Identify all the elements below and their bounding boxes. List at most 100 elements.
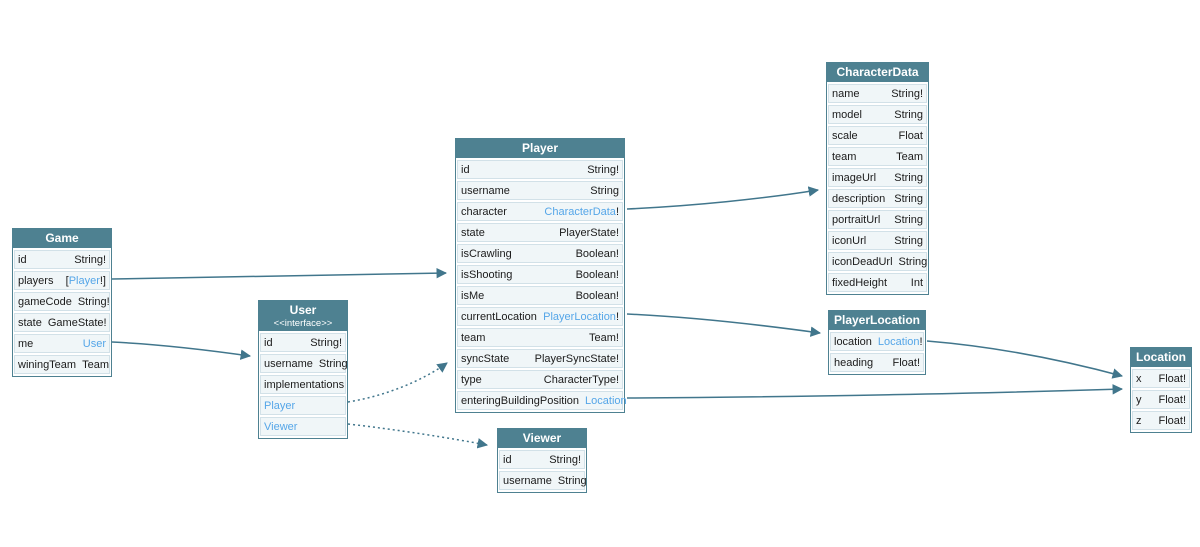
field-type: Float!	[1158, 415, 1186, 427]
field-type: Location	[585, 395, 627, 407]
field-type: Team!	[589, 332, 619, 344]
type-link-Viewer[interactable]: Viewer	[264, 420, 298, 433]
field-type: Float!	[1158, 373, 1186, 385]
field-type: String	[590, 185, 619, 197]
field-row-players[interactable]: players[Player!]	[14, 271, 110, 290]
edge-game-players-to-player	[111, 267, 448, 280]
type-link-PlayerLocation[interactable]: PlayerLocation	[543, 310, 616, 323]
field-name: iconDeadUrl	[832, 255, 893, 268]
field-row-Player[interactable]: Player	[260, 396, 346, 415]
type-link-User[interactable]: User	[82, 337, 106, 350]
field-name: isCrawling	[461, 247, 512, 260]
type-link-Player[interactable]: Player	[264, 399, 296, 412]
field-name: heading	[834, 356, 874, 369]
field-name: imageUrl	[832, 171, 877, 184]
field-type: Boolean!	[576, 248, 619, 260]
field-type: String!	[74, 254, 106, 266]
field-row-heading[interactable]: heading Float!	[830, 353, 924, 372]
type-suffix: !	[615, 205, 619, 218]
type-link-CharacterData[interactable]: CharacterData	[544, 205, 616, 218]
table-subtitle: <<interface>>	[273, 318, 333, 329]
field-name: username	[503, 474, 552, 487]
field-name: x	[1136, 372, 1142, 385]
type-link-Player[interactable]: Player	[68, 274, 100, 287]
field-name: id	[503, 453, 512, 466]
field-name: scale	[832, 129, 858, 142]
table-header-player[interactable]: Player	[456, 139, 624, 158]
edge-player-currentlocation-to-playerlocation	[626, 313, 822, 337]
table-header-viewer[interactable]: Viewer	[498, 429, 586, 448]
type-suffix: String!	[310, 336, 342, 349]
type-suffix: String	[894, 234, 923, 247]
field-type: String	[894, 235, 923, 247]
field-type: Boolean!	[576, 269, 619, 281]
field-type: Location!	[878, 336, 923, 348]
type-suffix: PlayerSyncState!	[534, 352, 619, 365]
type-link-Location[interactable]: Location	[585, 394, 627, 407]
type-suffix: String	[894, 108, 923, 121]
table-title: User	[289, 303, 317, 317]
type-suffix: Float!	[1158, 414, 1186, 427]
type-suffix: Float!	[892, 356, 920, 369]
table-header-location[interactable]: Location	[1131, 348, 1191, 367]
type-wrap-open: [	[65, 274, 69, 287]
field-name: name	[832, 87, 860, 100]
field-row-name[interactable]: name String!	[828, 84, 927, 103]
table-header-playerlocation[interactable]: PlayerLocation	[829, 311, 925, 330]
edge-player-character-to-characterdata	[626, 186, 820, 210]
field-type: String!	[891, 88, 923, 100]
field-type: Team	[896, 151, 923, 163]
type-suffix: String!	[891, 87, 923, 100]
field-row-z[interactable]: z Float!	[1132, 411, 1190, 430]
table-header-user[interactable]: User<<interface>>	[259, 301, 347, 331]
type-suffix: String	[318, 357, 348, 370]
field-type: CharacterData!	[544, 206, 619, 218]
type-suffix: CharacterType!	[543, 373, 619, 386]
field-row-implementations[interactable]: implementations	[260, 375, 346, 394]
field-row-x[interactable]: x Float!	[1132, 369, 1190, 388]
table-title: Game	[45, 231, 79, 245]
edge-user-impl-player-to-player	[347, 362, 448, 403]
field-row-Viewer[interactable]: Viewer	[260, 417, 346, 436]
field-name: players	[18, 274, 54, 287]
field-name: z	[1136, 414, 1142, 427]
table-header-characterdata[interactable]: CharacterData	[827, 63, 928, 82]
field-row-scale[interactable]: scale Float	[828, 126, 927, 145]
field-type: Float	[899, 130, 923, 142]
type-link-Location[interactable]: Location	[877, 335, 920, 348]
table-header-game[interactable]: Game	[13, 229, 111, 248]
field-row-isCrawling[interactable]: isCrawling Boolean!	[457, 244, 623, 263]
type-suffix: Float!	[1158, 372, 1186, 385]
